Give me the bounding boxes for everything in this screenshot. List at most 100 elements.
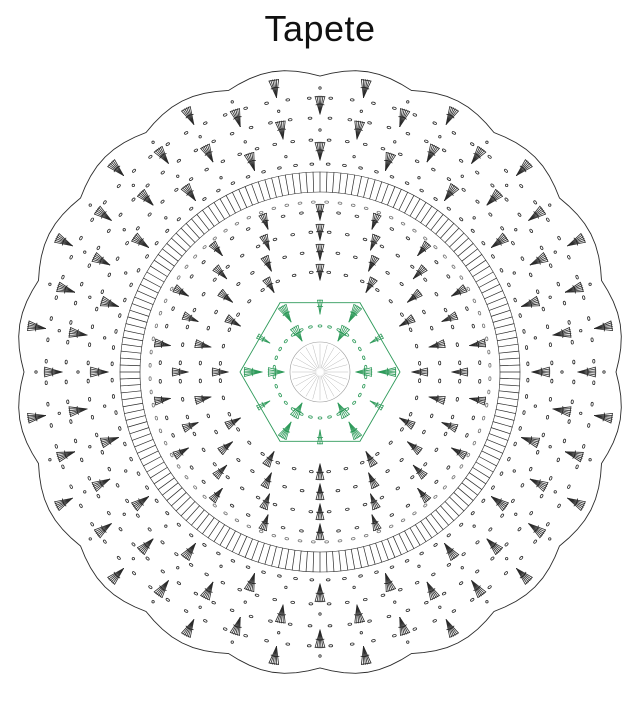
stitch-bar [189, 314, 193, 318]
stitch-post [172, 367, 189, 373]
chain-stitch [87, 476, 92, 481]
chain-stitch [412, 113, 418, 117]
picot [560, 370, 564, 374]
chain-stitch [255, 244, 261, 249]
chain-stitch [189, 465, 194, 470]
chain-stitch [324, 200, 329, 204]
chain-stitch [148, 585, 153, 590]
stitch-bar [138, 498, 141, 502]
shell-stitch [315, 523, 325, 541]
shell-stitch [314, 95, 326, 115]
stitch-bar [602, 417, 605, 422]
shell-cap [536, 296, 541, 307]
ring-outer-edge [119, 171, 521, 573]
shell-cap [454, 311, 459, 320]
picot [533, 336, 537, 340]
picot [243, 600, 247, 604]
chain-stitch [459, 522, 464, 527]
ring-post [468, 259, 487, 272]
chain-stitch [337, 201, 343, 205]
stitch-bar [35, 322, 38, 327]
shell-cap [56, 452, 61, 463]
center-spoke [305, 375, 319, 397]
chain-stitch [326, 270, 332, 274]
shell-cap [99, 296, 104, 307]
stitch-post [370, 236, 381, 251]
ring-post [219, 198, 231, 217]
chain-stitch [160, 397, 164, 403]
shell-cap [450, 554, 460, 561]
chain-stitch [371, 639, 376, 643]
chain-stitch [189, 274, 194, 279]
center-spoke [295, 373, 317, 387]
chain-stitch [392, 106, 397, 110]
shell-cap [153, 396, 157, 406]
shell-stitch [314, 583, 326, 603]
shell-stitch [369, 493, 381, 511]
chain-stitch [592, 358, 596, 364]
chain-stitch [165, 142, 170, 146]
chain-stitch [245, 565, 251, 569]
shell-cap [569, 327, 572, 338]
shell-cap [181, 632, 191, 638]
stitch-bar [274, 367, 277, 372]
chain-stitch [160, 540, 165, 545]
stitch-post [315, 463, 321, 480]
chain-stitch [193, 485, 198, 490]
chain-stitch [178, 360, 182, 366]
picot [352, 155, 356, 159]
picot [164, 216, 168, 220]
chain-stitch [461, 187, 466, 192]
shell-cap [430, 595, 440, 601]
chain-stitch [389, 227, 394, 231]
stitch-post [268, 367, 285, 373]
center-spoke [320, 344, 328, 369]
chain-stitch [216, 551, 221, 556]
shell-cap [360, 662, 372, 665]
picot [176, 174, 180, 178]
picot [438, 605, 442, 609]
center-spoke [312, 344, 320, 369]
chain-stitch [248, 125, 254, 130]
chain-stitch [221, 343, 225, 349]
stitch-post [363, 80, 372, 98]
shell-cap [244, 151, 255, 156]
chain-stitch [317, 530, 323, 534]
chain-stitch [291, 467, 297, 471]
shell-stitch [262, 451, 275, 468]
chain-stitch [541, 432, 545, 438]
chain-stitch [160, 341, 164, 347]
ring-post [375, 542, 383, 563]
chain-stitch [201, 260, 206, 265]
ring-post [207, 205, 220, 224]
chain-stitch [379, 244, 385, 249]
chain-stitch [285, 98, 291, 102]
chain-stitch [550, 378, 554, 384]
chain-stitch [441, 591, 447, 596]
shell-cap [262, 462, 271, 468]
chain-stitch [430, 413, 434, 419]
stitch-bar [217, 468, 221, 472]
stitch-post [153, 580, 169, 593]
shell-stitch [528, 523, 547, 539]
ring-post [486, 296, 506, 305]
shell-cap [371, 255, 380, 260]
chain-stitch [408, 412, 413, 417]
picot [579, 329, 583, 333]
chain-stitch [536, 450, 540, 455]
ring-post [175, 232, 191, 248]
chain-stitch [548, 263, 553, 268]
shell-stitch [360, 79, 372, 98]
chain-stitch [556, 457, 560, 463]
chain-stitch [371, 101, 376, 105]
stitch-bar [269, 283, 274, 285]
shell-stitch [153, 145, 169, 164]
stitch-post [228, 314, 241, 327]
chain-stitch [548, 476, 553, 481]
stitch-bar [218, 368, 221, 372]
chain-stitch [49, 423, 53, 428]
picot [48, 458, 52, 462]
chain-stitch [374, 570, 379, 574]
stitch-post [275, 604, 284, 622]
stitch-bar [204, 588, 208, 591]
